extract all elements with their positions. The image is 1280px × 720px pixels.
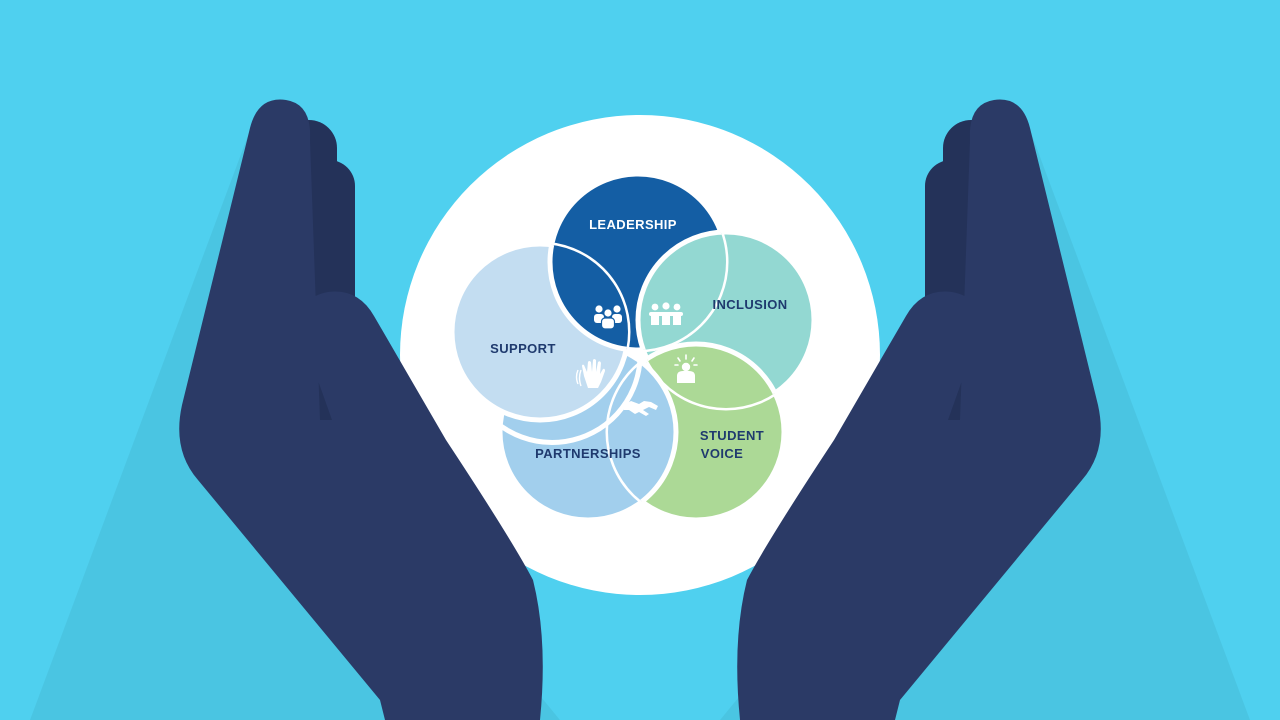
group-icon — [594, 305, 622, 330]
label-leadership: LEADERSHIP — [589, 217, 677, 232]
right-hand — [737, 99, 1101, 720]
helping-hands-icon — [575, 359, 605, 388]
left-hand — [179, 99, 543, 720]
label-student-voice-line2: VOICE — [701, 446, 743, 461]
idea-person-icon — [674, 354, 698, 383]
label-partnerships: PARTNERSHIPS — [535, 446, 641, 461]
label-support: SUPPORT — [490, 341, 556, 356]
team-embrace-icon — [649, 302, 683, 325]
label-inclusion: INCLUSION — [712, 297, 787, 312]
label-student-voice-line1: STUDENT — [700, 428, 764, 443]
venn-diagram: LEADERSHIP INCLUSION STUDENT VOICE PARTN… — [449, 171, 817, 523]
handshake-icon — [624, 401, 658, 416]
